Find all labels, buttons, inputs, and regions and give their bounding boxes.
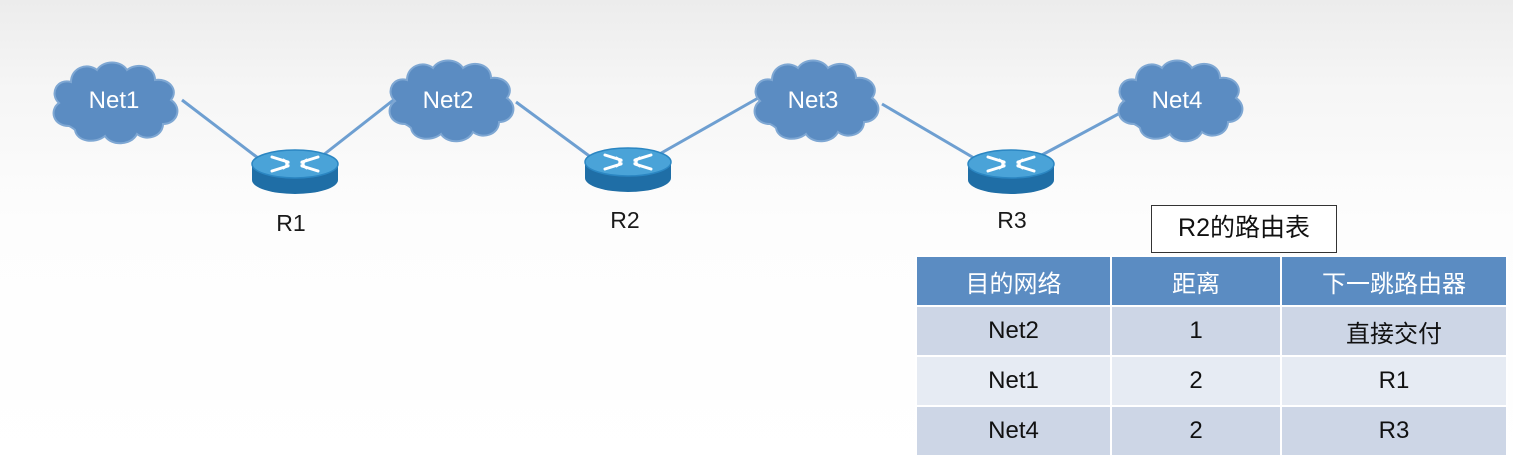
cloud-label-net1: Net1: [88, 87, 140, 114]
routing-table: 目的网络 距离 下一跳路由器 Net2 1 直接交付 Net1 2 R1 Net…: [915, 255, 1508, 457]
link-r1-net2: [321, 96, 397, 158]
cell-destination: Net1: [915, 355, 1112, 407]
header-destination: 目的网络: [915, 255, 1112, 307]
link-net3-r3: [881, 102, 975, 160]
routing-table-caption: R2的路由表: [1151, 205, 1337, 253]
link-r2-net3: [655, 95, 761, 158]
cell-next-hop: R1: [1280, 355, 1508, 407]
router-label-r2: R2: [610, 207, 640, 233]
cell-next-hop: R3: [1280, 405, 1508, 457]
cell-distance: 1: [1110, 305, 1282, 357]
router-icon: [583, 146, 673, 194]
router-label-r3: R3: [997, 207, 1027, 233]
table-row: Net2 1 直接交付: [915, 305, 1508, 357]
link-net2-r2: [515, 100, 593, 160]
cell-destination: Net2: [915, 305, 1112, 357]
links: [181, 95, 1123, 160]
header-next-hop: 下一跳路由器: [1280, 255, 1508, 307]
link-r3-net4: [1039, 110, 1123, 158]
table-header-row: 目的网络 距离 下一跳路由器: [915, 255, 1508, 307]
cell-distance: 2: [1110, 355, 1282, 407]
table-row: Net4 2 R3: [915, 405, 1508, 457]
router-icon: [250, 148, 340, 196]
table-row: Net1 2 R1: [915, 355, 1508, 407]
cell-next-hop: 直接交付: [1280, 305, 1508, 357]
link-net1-r1: [181, 98, 259, 160]
cloud-label-net4: Net4: [1151, 87, 1203, 114]
router-label-r1: R1: [276, 210, 306, 236]
router-icon: [966, 148, 1056, 196]
cell-distance: 2: [1110, 405, 1282, 457]
header-distance: 距离: [1110, 255, 1282, 307]
cloud-label-net2: Net2: [422, 87, 474, 114]
cloud-label-net3: Net3: [787, 87, 839, 114]
cell-destination: Net4: [915, 405, 1112, 457]
